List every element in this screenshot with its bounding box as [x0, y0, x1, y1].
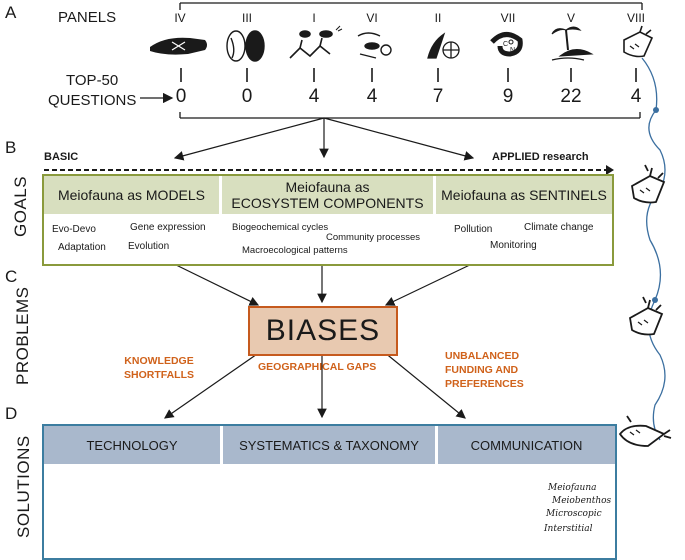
section-d-letter: D — [5, 404, 18, 423]
word-microscopic: Microscopic — [546, 509, 602, 519]
panel-roman-ii: II — [434, 11, 442, 25]
goal-item-macroecological: Macroecological patterns — [242, 245, 348, 256]
goal-item-adaptation: Adaptation — [58, 242, 106, 253]
panel-roman-vii: VII — [500, 11, 516, 25]
panel-roman-iii: III — [241, 11, 252, 25]
problems-side-label: PROBLEMS — [13, 286, 32, 385]
goal-item-community: Community processes — [326, 232, 420, 243]
question-count-iii: 0 — [241, 86, 253, 107]
goal-ecosystem-title-2: ECOSYSTEM COMPONENTS — [231, 195, 424, 211]
goal-item-climate-change: Climate change — [524, 222, 594, 233]
panel-viii-icon — [623, 25, 654, 58]
goal-ecosystem-title-1: Meiofauna as — [285, 179, 370, 195]
goal-item-evo-devo: Evo-Devo — [52, 224, 96, 235]
section-b-letter: B — [5, 138, 17, 157]
problem-unbalanced-funding: UNBALANCED FUNDING AND PREFERENCES — [445, 349, 524, 391]
problem-knowledge-line2: SHORTFALLS — [124, 369, 194, 381]
section-c-letter: C — [5, 267, 18, 286]
rope-creature-2 — [629, 296, 664, 336]
solution-communication-header: COMMUNICATION — [438, 426, 615, 464]
goal-item-pollution: Pollution — [454, 224, 493, 235]
goal-item-biogeochemical: Biogeochemical cycles — [232, 222, 329, 233]
goals-side-label: GOALS — [11, 175, 30, 237]
panel-roman-viii: VIII — [626, 11, 645, 25]
solution-technology-title: TECHNOLOGY — [86, 437, 178, 453]
solutions-side-label: SOLUTIONS — [14, 435, 33, 538]
panel-roman-i: I — [312, 11, 316, 25]
panels-bracket — [179, 2, 643, 119]
goals-box: Meiofauna as MODELS Meiofauna as ECOSYST… — [42, 174, 614, 266]
solutions-box: TECHNOLOGY SYSTEMATICS & TAXONOMY COMMUN… — [42, 424, 617, 560]
problem-funding-line3: PREFERENCES — [445, 378, 524, 390]
problem-knowledge-line1: KNOWLEDGE — [124, 355, 194, 367]
panel-i-icon — [289, 25, 343, 59]
problem-funding-line1: UNBALANCED — [445, 350, 520, 362]
question-count-v: 22 — [560, 86, 582, 107]
questions-label-line2: QUESTIONS — [48, 92, 137, 109]
applied-label: APPLIED research — [492, 151, 589, 163]
rope-creature-3 — [618, 415, 672, 447]
panel-iv-icon — [150, 37, 207, 55]
goal-sentinels-header: Meiofauna as SENTINELS — [436, 176, 612, 214]
basic-label: BASIC — [44, 151, 79, 163]
solution-systematics-header: SYSTEMATICS & TAXONOMY — [223, 426, 435, 464]
panel-roman-iv: IV — [174, 11, 186, 25]
rope-creature-1 — [631, 164, 666, 204]
problem-funding-line2: FUNDING AND — [445, 364, 519, 376]
question-count-viii: 4 — [630, 86, 642, 107]
question-count-iv: 0 — [175, 86, 187, 107]
rope-line — [641, 57, 666, 441]
svg-text:C: C — [503, 41, 508, 48]
goal-sentinels-title: Meiofauna as SENTINELS — [441, 187, 607, 203]
panel-v-icon — [551, 26, 594, 61]
question-count-vi: 4 — [366, 86, 378, 107]
panel-roman-v: V — [566, 11, 575, 25]
panel-roman-vi: VI — [366, 11, 378, 25]
panel-vii-icon: C N — [490, 32, 523, 57]
panel-vi-icon — [357, 32, 392, 59]
question-count-ii: 7 — [432, 86, 444, 107]
goal-item-gene-expression: Gene expression — [130, 222, 206, 233]
panels-label: PANELS — [58, 9, 117, 26]
section-a-letter: A — [5, 3, 17, 22]
solution-systematics-title: SYSTEMATICS & TAXONOMY — [239, 437, 419, 453]
panel-ii-icon — [427, 32, 460, 59]
biases-box: BIASES — [248, 306, 398, 356]
problem-knowledge-shortfalls: KNOWLEDGE SHORTFALLS — [124, 354, 194, 382]
goal-models-header: Meiofauna as MODELS — [44, 176, 219, 214]
solution-technology-header: TECHNOLOGY — [44, 426, 220, 464]
goal-item-monitoring: Monitoring — [490, 240, 537, 251]
goal-item-evolution: Evolution — [128, 241, 170, 252]
word-meiobenthos: Meiobenthos — [552, 496, 612, 506]
problem-geographical-gaps: GEOGRAPHICAL GAPS — [258, 361, 377, 373]
word-interstitial: Interstitial — [544, 524, 593, 534]
goal-models-title: Meiofauna as MODELS — [57, 187, 206, 203]
solution-communication-title: COMMUNICATION — [470, 437, 583, 453]
goal-ecosystem-header: Meiofauna as ECOSYSTEM COMPONENTS — [222, 176, 433, 214]
panel-iii-icon — [226, 30, 265, 62]
question-count-i: 4 — [308, 86, 320, 107]
questions-label-line1: TOP-50 — [66, 72, 119, 89]
question-count-vii: 9 — [502, 86, 514, 107]
svg-text:N: N — [510, 47, 515, 54]
word-meiofauna: Meiofauna — [548, 483, 597, 493]
